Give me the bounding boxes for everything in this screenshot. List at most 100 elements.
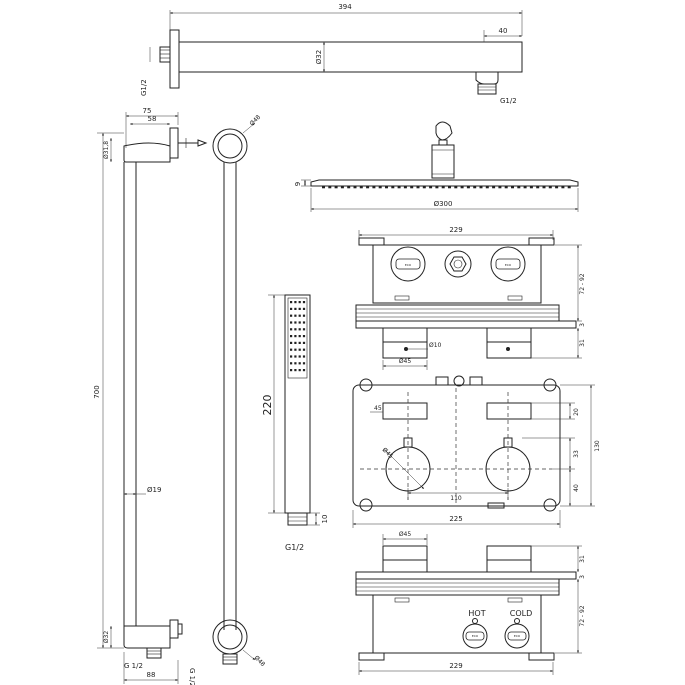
head-nozzle-dot: [378, 186, 382, 189]
head-nozzle-dot: [410, 186, 414, 189]
knob-spacing-label: 110: [450, 495, 462, 502]
nozzle-dot: [290, 369, 293, 372]
nozzle-dot: [294, 321, 297, 324]
nozzle-dot: [298, 314, 301, 317]
nozzle-dot: [294, 348, 297, 351]
head-nozzle-dot: [372, 186, 376, 189]
nozzle-dot: [298, 301, 301, 304]
nozzle-dot: [294, 307, 297, 310]
nozzle-dot: [294, 341, 297, 344]
box-depth-top-label: 72 - 92: [579, 273, 586, 294]
nozzle-dot: [294, 362, 297, 365]
plate-handle-label: 45: [374, 405, 382, 412]
nozzle-dot: [298, 307, 301, 310]
bar-bracket-label: 58: [148, 115, 157, 123]
nozzle-dot: [302, 314, 306, 317]
box-width-bottom-label: 229: [449, 662, 462, 670]
hot-label: HOT: [468, 609, 485, 618]
head-nozzle-dot: [454, 186, 458, 189]
head-nozzle-dot: [334, 186, 338, 189]
head-nozzle-dot: [422, 186, 426, 189]
bar-base-label: 88: [147, 671, 156, 679]
slide-rail-front: Ø48 Ø48: [212, 114, 267, 668]
nozzle-dot: [290, 341, 293, 344]
nozzle-dot: [290, 335, 293, 338]
head-nozzle-dot: [485, 186, 489, 189]
nozzle-dot: [294, 369, 297, 372]
nozzle-dot: [294, 335, 297, 338]
nozzle-dot: [294, 314, 297, 317]
head-nozzle-dot: [429, 186, 433, 189]
nozzle-dot: [298, 335, 301, 338]
nozzle-dot: [298, 355, 301, 358]
shower-arm: 394 Ø32 40 G1/2 G1/2: [140, 3, 523, 105]
head-nozzle-dot: [523, 186, 527, 189]
head-nozzle-dot: [347, 186, 351, 189]
bar-bottom-dia-label: Ø32: [103, 631, 110, 644]
nozzle-dot: [290, 307, 293, 310]
valve-box-top: 229 ECO ECO Ø10 Ø45: [355, 226, 586, 370]
nozzle-dot: [302, 341, 306, 344]
plate-top-label: 20: [573, 408, 580, 416]
ring-dia-bottom-label: Ø48: [253, 654, 267, 668]
head-nozzle-dot: [416, 186, 420, 189]
handshower-length-label: 220: [261, 395, 274, 416]
head-nozzle-dot: [397, 186, 401, 189]
nozzle-dot: [302, 301, 306, 304]
hand-shower-nozzles: [290, 301, 306, 372]
nozzle-dot: [298, 369, 301, 372]
head-nozzle-dot: [561, 186, 565, 189]
handle-depth-bottom-label: 31: [579, 555, 586, 563]
shower-head-nozzles: [322, 186, 571, 189]
nozzle-dot: [290, 321, 293, 324]
head-nozzle-dot: [448, 186, 451, 189]
slide-rail-side: 75 58 Ø31,8 700 Ø19 Ø32 G 1/2 88 G 1/2: [93, 107, 208, 685]
nozzle-dot: [302, 362, 306, 365]
head-nozzle-dot: [498, 186, 502, 189]
valve-text-left: ECO: [405, 263, 412, 267]
handle-dia-bottom-label: Ø45: [399, 531, 412, 538]
bar-thread-label: G 1/2: [124, 662, 143, 670]
nozzle-dot: [302, 328, 306, 331]
hand-shower: 220 10 G1/2: [261, 294, 329, 552]
head-nozzle-dot: [353, 186, 357, 189]
head-nozzle-dot: [548, 186, 552, 189]
ring-dia-top-label: Ø48: [248, 114, 262, 128]
plate-height-label: 130: [594, 440, 601, 452]
box-width-top-label: 229: [449, 226, 462, 234]
head-nozzle-dot: [555, 186, 559, 189]
valve-text-cold: ECO: [514, 634, 521, 638]
nozzle-dot: [294, 328, 297, 331]
nozzle-dot: [294, 355, 297, 358]
head-nozzle-dot: [359, 186, 363, 189]
plate-bottom-label: 40: [573, 484, 580, 492]
bar-length-label: 700: [93, 385, 101, 398]
head-nozzle-dot: [403, 186, 407, 189]
head-nozzle-dot: [511, 186, 514, 189]
valve-box-bottom: Ø45 HOT COLD ECO ECO 229 31 3: [355, 531, 586, 675]
head-nozzle-dot: [460, 186, 464, 189]
handshower-base-label: 10: [321, 515, 329, 524]
pin-dia-label: Ø10: [429, 342, 442, 349]
box-offset-bottom-label: 3: [579, 575, 586, 579]
nozzle-dot: [290, 362, 293, 365]
nozzle-dot: [298, 341, 301, 344]
arm-thread-left: G1/2: [140, 79, 148, 96]
plate-width-label: 225: [449, 515, 462, 523]
nozzle-dot: [302, 321, 306, 324]
arm-thread-right: G1/2: [500, 97, 517, 105]
nozzle-dot: [302, 369, 306, 372]
head-height-label: 9: [294, 182, 302, 186]
head-nozzle-dot: [536, 186, 540, 189]
head-nozzle-dot: [366, 186, 370, 189]
plate-mid-label: 33: [573, 450, 580, 458]
head-nozzle-dot: [391, 186, 395, 189]
nozzle-dot: [294, 301, 297, 304]
nozzle-dot: [290, 355, 293, 358]
bar-thread-right-label: G 1/2: [188, 668, 196, 685]
nozzle-dot: [298, 362, 301, 365]
box-depth-bottom-label: 72 - 92: [579, 605, 586, 626]
arm-length-label: 394: [338, 3, 352, 11]
head-nozzle-dot: [385, 186, 388, 189]
